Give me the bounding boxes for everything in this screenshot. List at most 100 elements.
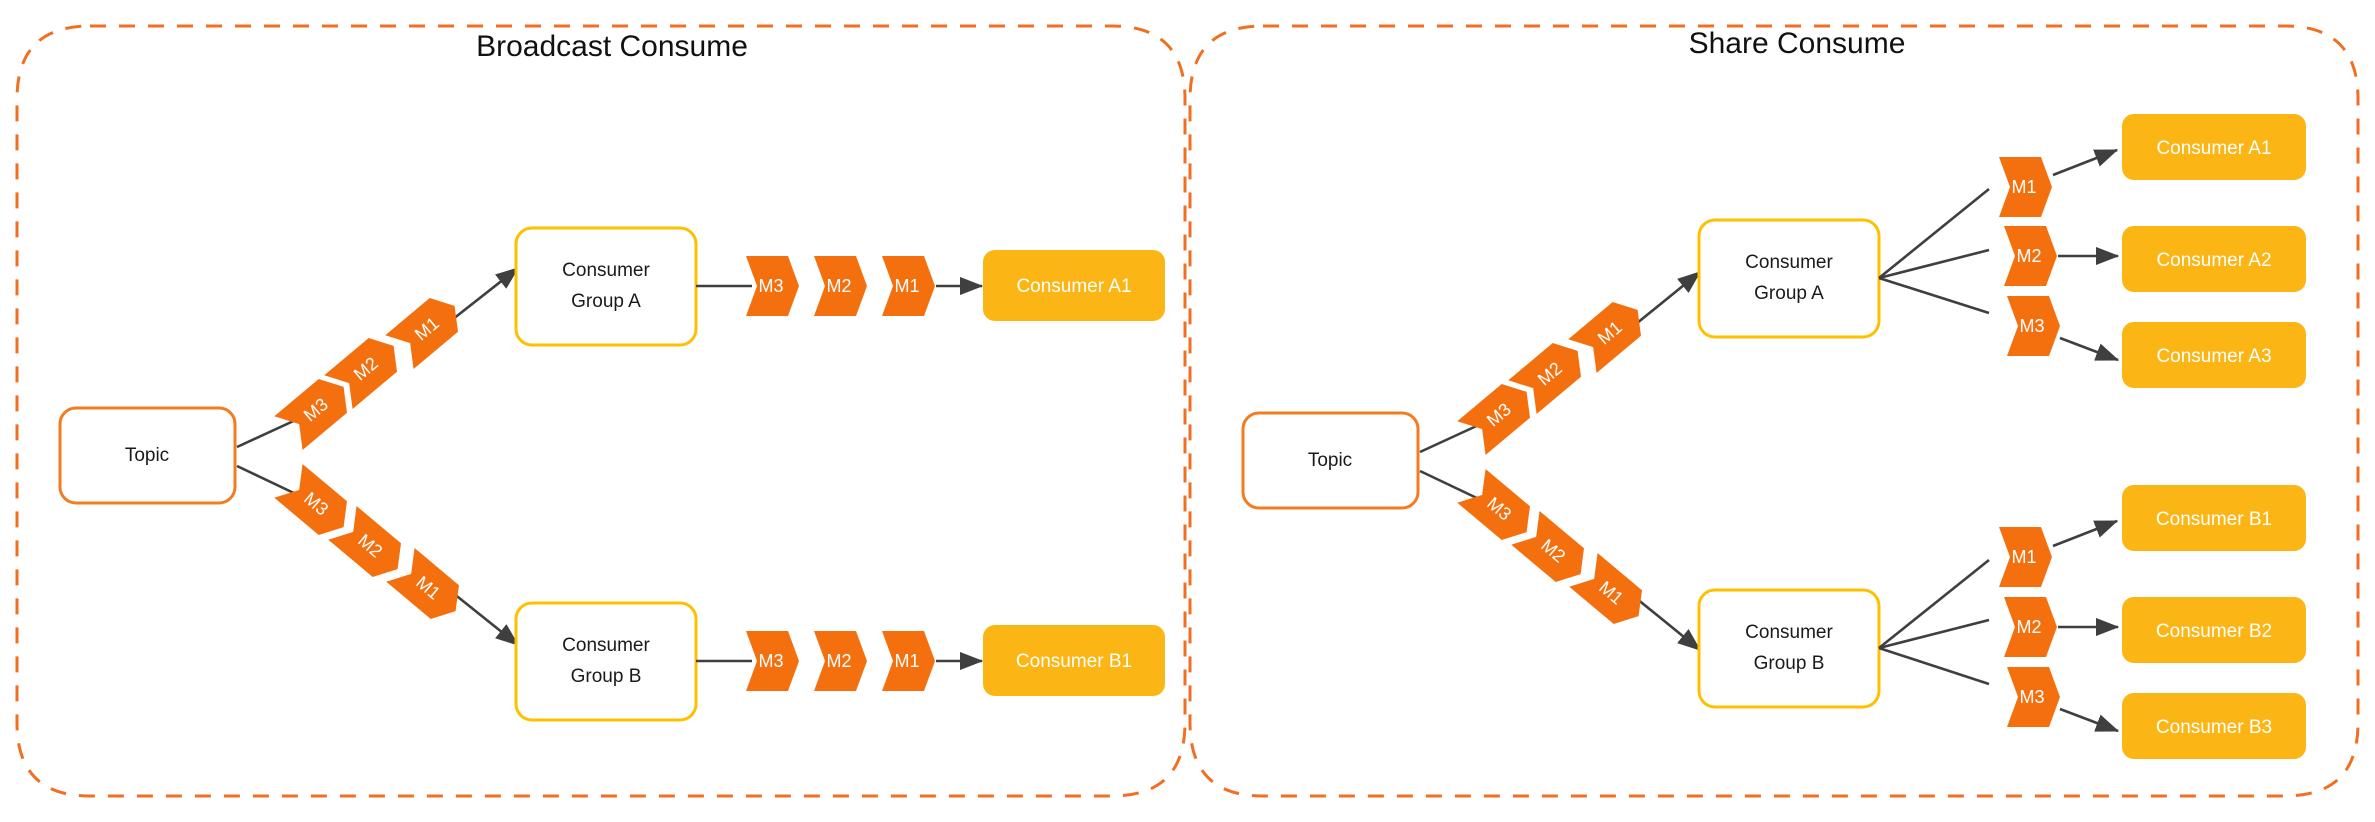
- consumer-b1-box-left-shape: [983, 625, 1165, 696]
- hex-shape: [814, 631, 867, 691]
- message-hex-m2-out-a-left[interactable]: M2: [814, 256, 867, 316]
- message-chain-out-group-a-left: M3 M2 M1: [746, 256, 935, 316]
- consumer-a1-node-right[interactable]: Consumer A1: [2122, 114, 2306, 180]
- edge-group-a-to-m3-right: [1878, 276, 1990, 315]
- hex-label: M2: [2016, 617, 2041, 637]
- group-b-box-left-shape: [514, 601, 698, 722]
- message-hex-m3-in-a-right[interactable]: M3: [1457, 375, 1540, 455]
- hex-shape: [324, 338, 397, 409]
- edge-topic-to-group-a-left: [236, 416, 301, 449]
- edge-msg-to-group-b-left: [447, 587, 520, 647]
- consumer-b1-node-right[interactable]: Consumer B1: [2122, 485, 2306, 551]
- hex-shape: [274, 464, 347, 535]
- message-hex-m3-out-a-right[interactable]: M3: [2007, 296, 2060, 356]
- consumer-group-a-node-left[interactable]: Consumer Group A: [514, 226, 698, 347]
- message-hex-m2-out-b-right[interactable]: M2: [2004, 597, 2057, 657]
- message-hex-m1-in-a-left[interactable]: M1: [385, 289, 468, 369]
- message-hex-m2-in-b-left[interactable]: M2: [328, 506, 411, 586]
- edge-topic-to-group-b-left: [236, 464, 299, 497]
- consumer-a2-node-right[interactable]: Consumer A2: [2122, 226, 2306, 292]
- message-hex-m3-in-a-left[interactable]: M3: [274, 370, 357, 450]
- message-chain-in-group-a-right: M3 M2 M1: [1457, 293, 1651, 455]
- message-hex-m1-out-b-left[interactable]: M1: [882, 631, 935, 691]
- group-a-box-left-shape: [514, 226, 698, 347]
- message-hex-m1-in-b-left[interactable]: M1: [386, 548, 469, 628]
- hex-label: M3: [2019, 687, 2044, 707]
- edge-group-b-to-m3-right: [1878, 646, 1990, 686]
- message-hex-m1-out-b-right[interactable]: M1: [1999, 527, 2052, 587]
- panel-share-consume: Share Consume Topic M3 M2 M1: [1188, 24, 2360, 798]
- hex-shape: [2007, 667, 2060, 727]
- hex-shape: [1999, 527, 2052, 587]
- topic-node-left[interactable]: Topic: [58, 406, 237, 505]
- message-hex-m3-out-b-left[interactable]: M3: [746, 631, 799, 691]
- message-hex-m3-in-b-left[interactable]: M3: [274, 464, 357, 544]
- consumer-group-b-node-right[interactable]: Consumer Group B: [1697, 588, 1881, 709]
- hex-shape: [1457, 469, 1530, 540]
- message-hex-m2-out-a-right[interactable]: M2: [2004, 226, 2057, 286]
- consumer-a3-box-right-shape: [2122, 322, 2306, 388]
- hex-shape: [814, 256, 867, 316]
- message-hex-m2-in-a-left[interactable]: M2: [324, 329, 407, 409]
- consumer-b1-box-right-shape: [2122, 485, 2306, 551]
- consumer-b1-node-left[interactable]: Consumer B1: [983, 625, 1165, 696]
- message-hex-m2-out-b-left[interactable]: M2: [814, 631, 867, 691]
- edge-msg-to-group-b-right: [1630, 592, 1702, 652]
- consumer-a1-box-left-shape: [983, 250, 1165, 321]
- consumer-b3-label-right: Consumer B3: [2156, 717, 2272, 738]
- message-hex-m2-in-a-right[interactable]: M2: [1508, 334, 1591, 414]
- hex-label: M3: [2019, 316, 2044, 336]
- group-b-label-line2-left: Group B: [571, 666, 642, 687]
- edge-m1-to-consumer-b1-right: [2052, 519, 2119, 548]
- panel-title-share: Share Consume: [1689, 27, 1906, 60]
- message-hex-m1-in-a-right[interactable]: M1: [1568, 293, 1651, 373]
- consumer-a3-node-right[interactable]: Consumer A3: [2122, 322, 2306, 388]
- consumer-a1-box-right-shape: [2122, 114, 2306, 180]
- hex-shape: [2004, 597, 2057, 657]
- message-hex-m3-out-b-right[interactable]: M3: [2007, 667, 2060, 727]
- message-chain-in-group-b-left: M3 M2 M1: [274, 464, 469, 628]
- message-hex-m3-out-a-left[interactable]: M3: [746, 256, 799, 316]
- edge-group-b-to-m2-right: [1878, 618, 1990, 650]
- edge-m3-to-consumer-b3-right: [2059, 707, 2120, 733]
- topic-box-left-shape: [58, 406, 237, 505]
- consumer-b2-label-right: Consumer B2: [2156, 621, 2272, 642]
- topic-node-right[interactable]: Topic: [1241, 411, 1420, 510]
- hex-label: M3: [758, 651, 783, 671]
- hex-shape: [1569, 553, 1642, 624]
- consumer-a3-label-right: Consumer A3: [2156, 346, 2271, 367]
- group-b-label-line1-right: Consumer: [1745, 622, 1833, 643]
- message-hex-m3-in-b-right[interactable]: M3: [1457, 469, 1540, 549]
- edge-msg-to-group-a-right: [1630, 270, 1702, 330]
- edge-topic-to-group-a-right: [1419, 421, 1484, 454]
- hex-label: M2: [826, 651, 851, 671]
- consumer-a1-node-left[interactable]: Consumer A1: [983, 250, 1165, 321]
- hex-shape: [746, 631, 799, 691]
- group-b-label-line1-left: Consumer: [562, 635, 650, 656]
- hex-shape: [1457, 384, 1530, 455]
- hex-shape: [2004, 226, 2057, 286]
- hex-label: M2: [826, 276, 851, 296]
- edge-m3-to-consumer-a3-right: [2059, 336, 2120, 362]
- hex-shape: [1511, 511, 1584, 582]
- consumer-group-a-node-right[interactable]: Consumer Group A: [1697, 218, 1881, 339]
- topic-label-right: Topic: [1308, 450, 1352, 471]
- message-hex-m1-in-b-right[interactable]: M1: [1569, 553, 1652, 633]
- hex-shape: [385, 298, 458, 369]
- hex-shape: [1568, 302, 1641, 373]
- topic-label-left: Topic: [125, 445, 169, 466]
- consumer-a2-box-right-shape: [2122, 226, 2306, 292]
- hex-label: M1: [894, 276, 919, 296]
- hex-label: M1: [2011, 177, 2036, 197]
- hex-shape: [1999, 157, 2052, 217]
- hex-shape: [882, 631, 935, 691]
- consumer-b2-node-right[interactable]: Consumer B2: [2122, 597, 2306, 663]
- consumer-group-b-node-left[interactable]: Consumer Group B: [514, 601, 698, 722]
- message-hex-m1-out-a-right[interactable]: M1: [1999, 157, 2052, 217]
- message-hex-m1-out-a-left[interactable]: M1: [882, 256, 935, 316]
- message-hex-m2-in-b-right[interactable]: M2: [1511, 511, 1594, 591]
- edge-topic-to-group-b-right: [1419, 469, 1482, 502]
- consumer-b3-node-right[interactable]: Consumer B3: [2122, 693, 2306, 759]
